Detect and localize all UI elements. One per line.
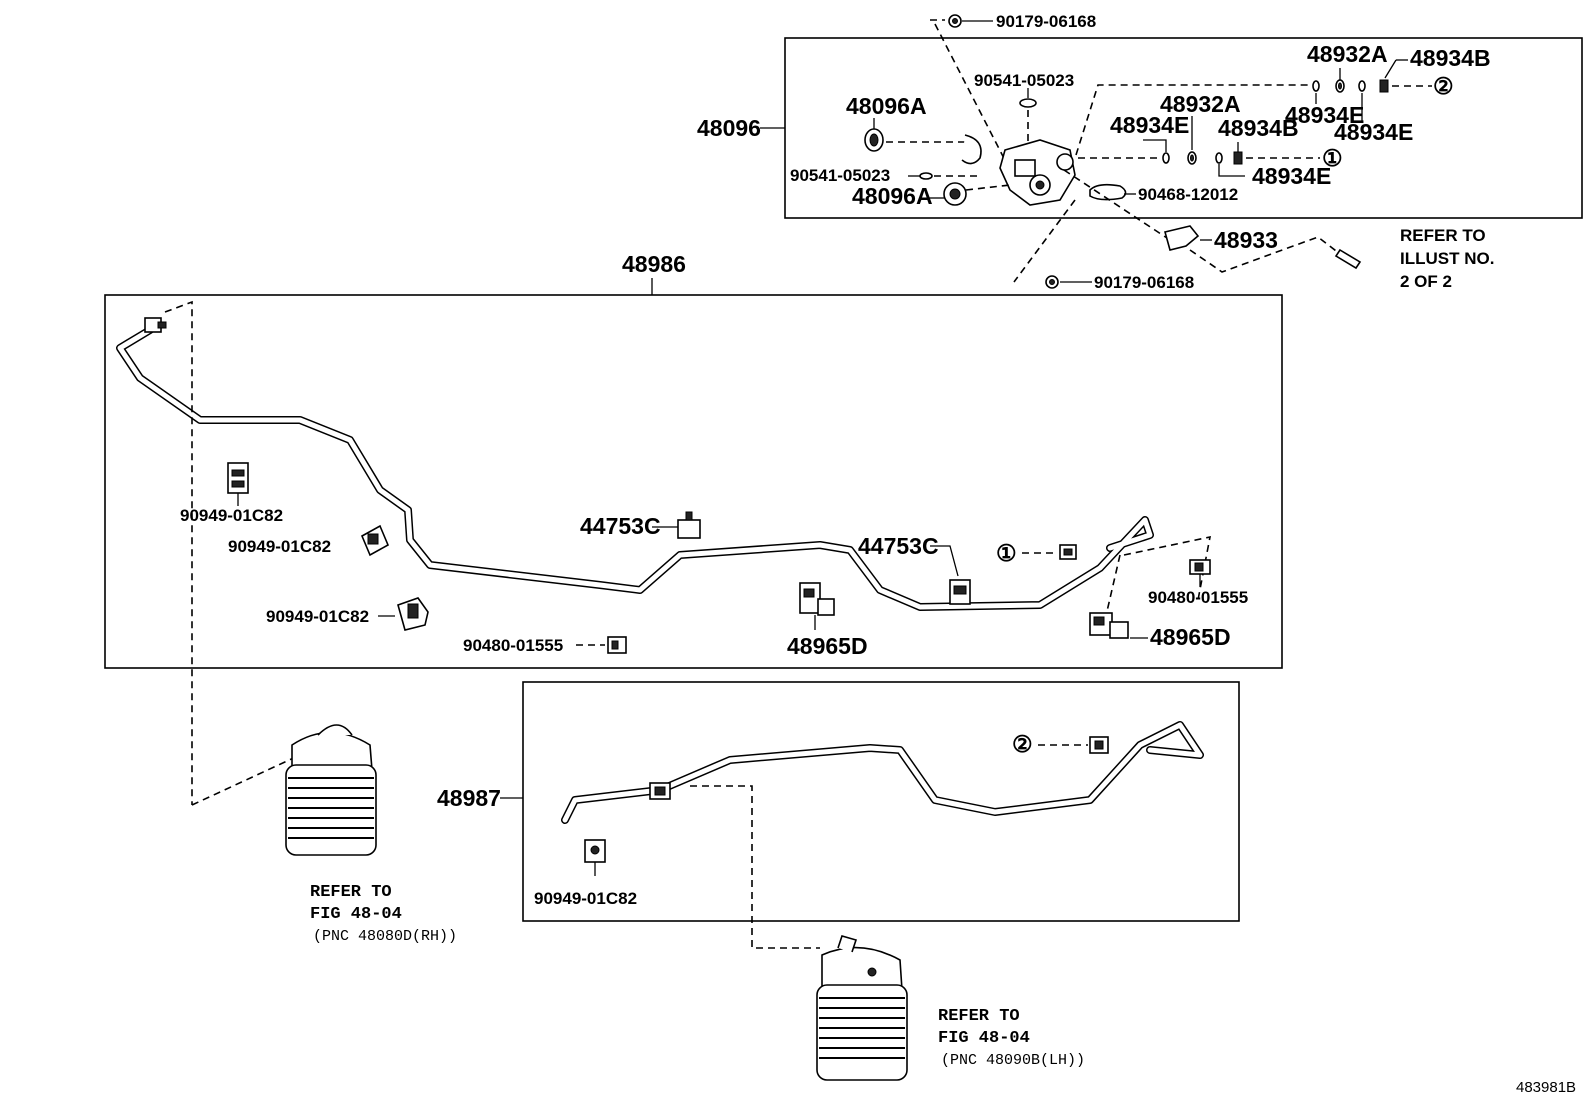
- part-label-90179-06168-top[interactable]: 90179-06168: [996, 12, 1096, 31]
- union-bolt-icon[interactable]: [1379, 79, 1389, 93]
- refer-rh-line1: REFER TO: [310, 883, 392, 902]
- part-label-48934E-3[interactable]: 48934E: [1110, 112, 1189, 138]
- refer-illust-line3: 2 OF 2: [1400, 272, 1452, 291]
- clip-icon[interactable]: [1189, 559, 1211, 575]
- grommet-icon[interactable]: [943, 182, 967, 206]
- refer-lh-line3: (PNC 48090B(LH)): [941, 1052, 1085, 1069]
- part-label-48932A-1[interactable]: 48932A: [1307, 41, 1388, 67]
- bolt-icon[interactable]: [908, 172, 933, 180]
- part-label-90480-01555-2[interactable]: 90480-01555: [1148, 588, 1248, 607]
- clamp-icon[interactable]: [397, 597, 429, 631]
- part-label-44753C-2[interactable]: 44753C: [858, 533, 939, 559]
- part-label-48096A-1[interactable]: 48096A: [846, 93, 927, 119]
- refer-illust-line2: ILLUST NO.: [1400, 249, 1494, 268]
- part-label-48934E-4[interactable]: 48934E: [1252, 163, 1331, 189]
- part-label-48986[interactable]: 48986: [622, 251, 686, 277]
- o-ring-icon[interactable]: [1358, 80, 1366, 92]
- callout-circle-2-tube: ②: [1012, 731, 1033, 757]
- washer-icon[interactable]: [1187, 151, 1197, 165]
- clamp-icon[interactable]: [584, 839, 606, 863]
- grommet-clip-icon[interactable]: [677, 511, 701, 539]
- tube-connector-icon[interactable]: [144, 317, 167, 333]
- air-spring-lh-icon[interactable]: [816, 935, 908, 1081]
- part-label-48096[interactable]: 48096: [697, 115, 761, 141]
- part-label-90949-01C82-3[interactable]: 90949-01C82: [266, 607, 369, 626]
- bolt-icon[interactable]: [1019, 88, 1037, 108]
- part-label-48965D-2[interactable]: 48965D: [1150, 624, 1231, 650]
- part-label-48965D-1[interactable]: 48965D: [787, 633, 868, 659]
- union-bolt-icon[interactable]: [1233, 151, 1243, 165]
- part-label-48933[interactable]: 48933: [1214, 227, 1278, 253]
- nut-icon[interactable]: [1045, 275, 1059, 289]
- part-label-44753C-1[interactable]: 44753C: [580, 513, 661, 539]
- tube-connector-icon[interactable]: [649, 782, 671, 800]
- air-spring-rh-icon[interactable]: [285, 724, 377, 856]
- callout-circle-2-top: ②: [1433, 73, 1454, 99]
- pipe-end-icon[interactable]: [1334, 248, 1362, 270]
- refer-illust-line1: REFER TO: [1400, 226, 1486, 245]
- group-box-48986: [104, 294, 1283, 669]
- part-label-90480-01555-1[interactable]: 90480-01555: [463, 636, 563, 655]
- bracket-icon[interactable]: [1089, 612, 1129, 639]
- part-label-90468-12012[interactable]: 90468-12012: [1138, 185, 1238, 204]
- refer-rh-line3: (PNC 48080D(RH)): [313, 928, 457, 945]
- group-box-48987: [522, 681, 1240, 922]
- refer-rh-line2: FIG 48-04: [310, 905, 402, 924]
- clamp-icon[interactable]: [227, 462, 249, 494]
- part-label-90949-01C82-2[interactable]: 90949-01C82: [228, 537, 331, 556]
- callout-circle-1-tube: ①: [996, 540, 1017, 566]
- part-label-48934B-2[interactable]: 48934B: [1218, 115, 1299, 141]
- o-ring-icon[interactable]: [1215, 152, 1223, 164]
- part-label-48934E-2[interactable]: 48934E: [1334, 119, 1413, 145]
- bracket-icon[interactable]: [799, 582, 835, 616]
- bracket-icon[interactable]: [1164, 225, 1200, 251]
- tube-fitting-icon[interactable]: [1089, 736, 1109, 754]
- part-label-90949-01C82-4[interactable]: 90949-01C82: [534, 889, 637, 908]
- diagram-code: 483981B: [1516, 1079, 1576, 1096]
- washer-icon[interactable]: [1335, 79, 1345, 93]
- refer-lh-line1: REFER TO: [938, 1007, 1020, 1026]
- part-label-48987[interactable]: 48987: [437, 785, 501, 811]
- clamp-icon[interactable]: [360, 524, 390, 557]
- part-label-48096A-2[interactable]: 48096A: [852, 183, 933, 209]
- tube-fitting-icon[interactable]: [1059, 544, 1077, 560]
- refer-lh-line2: FIG 48-04: [938, 1029, 1030, 1048]
- clip-icon[interactable]: [1089, 183, 1127, 201]
- part-label-48934B-1[interactable]: 48934B: [1410, 45, 1491, 71]
- air-tube-48986: [116, 326, 1154, 611]
- valve-block-icon[interactable]: [961, 134, 1076, 206]
- o-ring-icon[interactable]: [1312, 80, 1320, 92]
- part-label-90541-05023-b[interactable]: 90541-05023: [790, 166, 890, 185]
- part-label-90179-06168-bottom[interactable]: 90179-06168: [1094, 273, 1194, 292]
- part-label-90949-01C82-1[interactable]: 90949-01C82: [180, 506, 283, 525]
- o-ring-icon[interactable]: [1162, 152, 1170, 164]
- grommet-icon[interactable]: [864, 128, 884, 152]
- part-label-48932A-2[interactable]: 48932A: [1160, 91, 1241, 117]
- clip-icon[interactable]: [607, 636, 627, 654]
- callout-circle-1-top: ①: [1322, 145, 1343, 171]
- nut-icon[interactable]: [948, 14, 962, 28]
- part-label-90541-05023-a[interactable]: 90541-05023: [974, 71, 1074, 90]
- grommet-clip-icon[interactable]: [949, 579, 971, 605]
- part-label-48934E-1[interactable]: 48934E: [1285, 102, 1364, 128]
